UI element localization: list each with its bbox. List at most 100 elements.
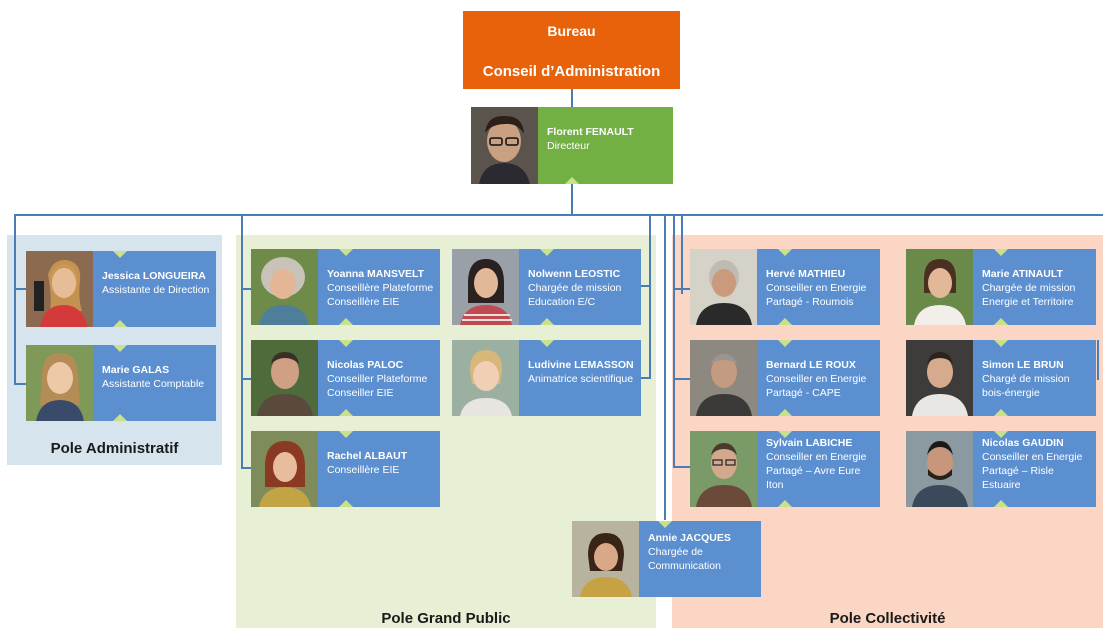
chevron-up-icon <box>113 320 127 327</box>
chevron-down-icon <box>778 431 792 438</box>
chevron-down-icon <box>778 249 792 256</box>
person-role: Conseiller Plateforme Conseiller EIE <box>327 373 428 399</box>
person-role: Conseiller en Energie Partagé – Avre Eur… <box>766 451 867 491</box>
person-photo <box>251 431 318 507</box>
connector-line <box>241 467 252 469</box>
person-info: Rachel ALBAUT Conseillère EIE <box>318 431 440 507</box>
person-card-ludivine: Ludivine LEMASSON Animatrice scientifiqu… <box>452 340 641 416</box>
chevron-down-icon <box>113 251 127 258</box>
person-card-sylvain: Sylvain LABICHE Conseiller en Energie Pa… <box>690 431 880 507</box>
person-card-bernard: Bernard LE ROUX Conseiller en Energie Pa… <box>690 340 880 416</box>
chevron-down-icon <box>994 340 1008 347</box>
person-role: Assistante Comptable <box>102 378 205 390</box>
person-photo <box>690 340 757 416</box>
person-role: Conseiller en Energie Partagé – Risle Es… <box>982 451 1083 491</box>
chevron-up-icon <box>778 318 792 325</box>
connector-line <box>649 214 651 379</box>
chevron-down-icon <box>113 345 127 352</box>
director-photo <box>471 107 538 184</box>
person-role: Chargée de mission Energie et Territoire <box>982 282 1076 308</box>
person-info: Marie ATINAULT Chargée de mission Energi… <box>973 249 1096 325</box>
person-info: Simon LE BRUN Chargé de mission bois-éne… <box>973 340 1096 416</box>
chevron-down-icon <box>339 249 353 256</box>
person-info: Nicolas PALOC Conseiller Plateforme Cons… <box>318 340 440 416</box>
person-card-marie-galas: Marie GALAS Assistante Comptable <box>26 345 216 421</box>
bureau-label: Bureau <box>547 23 596 39</box>
chevron-down-icon <box>540 249 554 256</box>
person-info: Annie JACQUES Chargée de Communication <box>639 521 761 597</box>
person-photo <box>690 431 757 507</box>
chevron-down-icon <box>339 431 353 438</box>
chevron-up-icon <box>778 500 792 507</box>
connector-line <box>571 89 573 107</box>
person-role: Animatrice scientifique <box>528 373 634 385</box>
person-role: Conseillère EIE <box>327 464 400 476</box>
chevron-up-icon <box>994 500 1008 507</box>
person-name: Rachel ALBAUT <box>327 450 408 462</box>
person-card-marie-atinault: Marie ATINAULT Chargée de mission Energi… <box>906 249 1096 325</box>
person-info: Nolwenn LEOSTIC Chargée de mission Educa… <box>519 249 641 325</box>
connector-line <box>14 214 1103 216</box>
conseil-label: Conseil d’Administration <box>482 63 661 80</box>
connector-line <box>640 377 651 379</box>
connector-line <box>640 285 651 287</box>
person-name: Nicolas PALOC <box>327 359 404 371</box>
connector-line <box>14 383 26 385</box>
connector-line <box>681 214 683 294</box>
person-role: Chargée de mission Education E/C <box>528 282 622 308</box>
person-name: Bernard LE ROUX <box>766 359 856 371</box>
person-photo <box>26 345 93 421</box>
person-role: Chargée de Communication <box>648 546 721 572</box>
chevron-up-icon <box>994 318 1008 325</box>
chevron-down-icon <box>778 340 792 347</box>
person-name: Nicolas GAUDIN <box>982 437 1064 449</box>
chevron-down-icon <box>540 340 554 347</box>
person-role: Conseiller en Energie Partagé - CAPE <box>766 373 867 399</box>
connector-line <box>571 184 573 216</box>
director-role: Directeur <box>547 140 590 152</box>
chevron-up-icon <box>540 318 554 325</box>
person-role: Conseillère Plateforme Conseillère EIE <box>327 282 434 308</box>
person-role: Assistante de Direction <box>102 284 210 296</box>
pole-collectivite-title: Pole Collectivité <box>829 610 946 627</box>
person-card-rachel: Rachel ALBAUT Conseillère EIE <box>251 431 440 507</box>
person-card-annie: Annie JACQUES Chargée de Communication <box>572 521 761 597</box>
chevron-down-icon <box>658 521 672 528</box>
person-info: Bernard LE ROUX Conseiller en Energie Pa… <box>757 340 880 416</box>
chevron-up-icon <box>339 318 353 325</box>
person-info: Sylvain LABICHE Conseiller en Energie Pa… <box>757 431 880 507</box>
connector-line <box>673 378 690 380</box>
person-info: Marie GALAS Assistante Comptable <box>93 345 216 421</box>
person-photo <box>690 249 757 325</box>
person-name: Hervé MATHIEU <box>766 268 846 280</box>
person-photo <box>572 521 639 597</box>
person-card-yoanna: Yoanna MANSVELT Conseillère Plateforme C… <box>251 249 440 325</box>
person-card-nolwenn: Nolwenn LEOSTIC Chargée de mission Educa… <box>452 249 641 325</box>
chevron-down-icon <box>339 340 353 347</box>
chevron-up-icon <box>994 409 1008 416</box>
bureau-conseil-box: Bureau Conseil d’Administration <box>463 11 680 89</box>
person-name: Marie ATINAULT <box>982 268 1063 280</box>
person-info: Jessica LONGUEIRA Assistante de Directio… <box>93 251 216 327</box>
connector-line <box>241 288 252 290</box>
person-photo <box>251 249 318 325</box>
person-name: Jessica LONGUEIRA <box>102 270 206 282</box>
person-card-herve: Hervé MATHIEU Conseiller en Energie Part… <box>690 249 880 325</box>
chevron-up-icon <box>339 500 353 507</box>
person-info: Nicolas GAUDIN Conseiller en Energie Par… <box>973 431 1096 507</box>
person-role: Chargé de mission bois-énergie <box>982 373 1070 399</box>
person-photo <box>452 340 519 416</box>
chevron-up-icon <box>565 177 579 184</box>
person-name: Yoanna MANSVELT <box>327 268 425 280</box>
director-name: Florent FENAULT <box>547 126 634 138</box>
connector-line <box>1097 340 1099 380</box>
person-card-nicolas-gaudin: Nicolas GAUDIN Conseiller en Energie Par… <box>906 431 1096 507</box>
connector-line <box>14 288 26 290</box>
person-card-nicolas-paloc: Nicolas PALOC Conseiller Plateforme Cons… <box>251 340 440 416</box>
connector-line <box>664 214 666 520</box>
person-name: Sylvain LABICHE <box>766 437 853 449</box>
connector-line <box>241 378 252 380</box>
person-photo <box>906 340 973 416</box>
chevron-up-icon <box>778 409 792 416</box>
person-photo <box>251 340 318 416</box>
